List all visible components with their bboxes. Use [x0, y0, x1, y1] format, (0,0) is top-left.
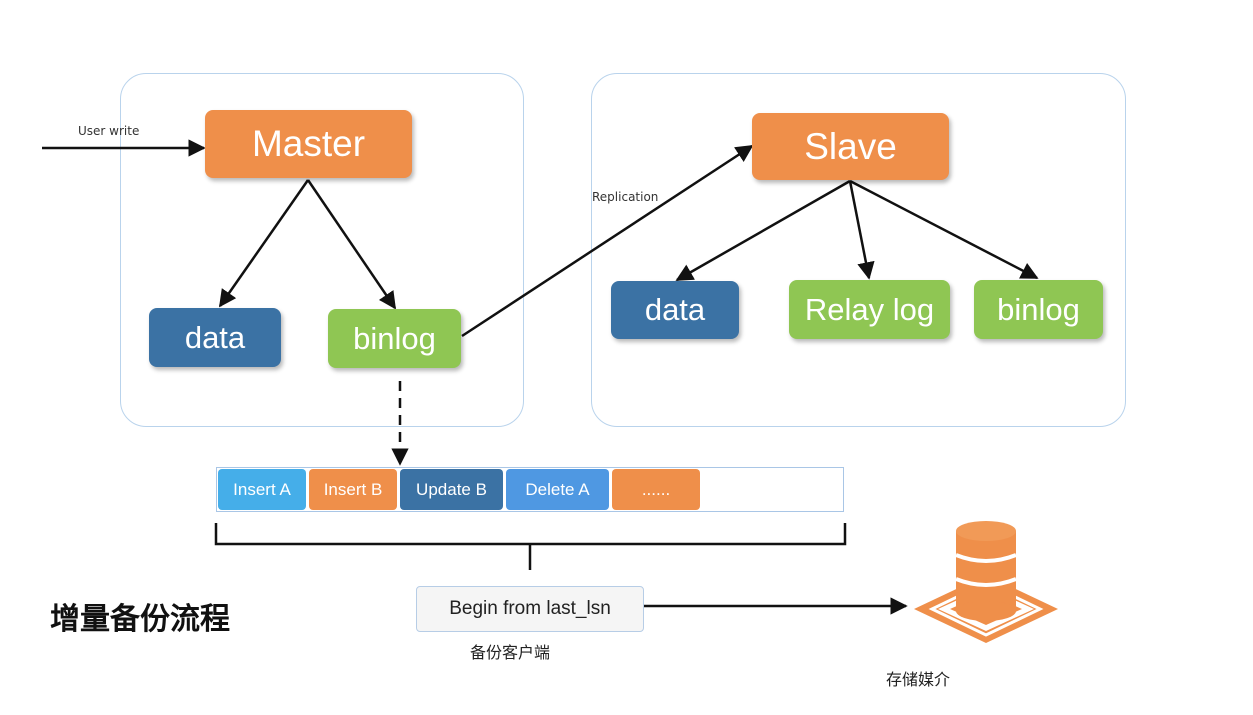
slave-to-binlog-arrow — [849, 179, 1039, 280]
master-to-data-arrow — [218, 179, 310, 308]
storage-caption: 存储媒介 — [886, 670, 951, 689]
master-node: Master — [205, 110, 412, 178]
master-data-node: data — [149, 308, 281, 367]
log-range-bracket — [214, 523, 847, 546]
master-binlog-node: binlog — [328, 309, 461, 368]
user-write-label: User write — [78, 124, 140, 138]
slave-to-data-arrow — [675, 179, 851, 282]
binlog-event-insert-b: Insert B — [309, 469, 397, 510]
master-to-binlog-arrow — [306, 179, 397, 310]
backup-client-caption: 备份客户端 — [470, 643, 551, 662]
binlog-event-update-b: Update B — [400, 469, 503, 510]
slave-to-relay-arrow — [848, 180, 875, 280]
slave-node: Slave — [752, 113, 949, 180]
database-storage-icon — [914, 521, 1058, 643]
binlog-event-insert-a: Insert A — [218, 469, 306, 510]
replication-arrow — [461, 144, 754, 338]
binlog-event-delete-a: Delete A — [506, 469, 609, 510]
replication-label: Replication — [592, 190, 659, 204]
slave-relay-log-node: Relay log — [789, 280, 950, 339]
binlog-event-more: ...... — [612, 469, 700, 510]
backup-client-box: Begin from last_lsn — [416, 586, 644, 632]
diagram-heading: 增量备份流程 — [50, 602, 230, 637]
slave-data-node: data — [611, 281, 739, 339]
slave-binlog-node: binlog — [974, 280, 1103, 339]
